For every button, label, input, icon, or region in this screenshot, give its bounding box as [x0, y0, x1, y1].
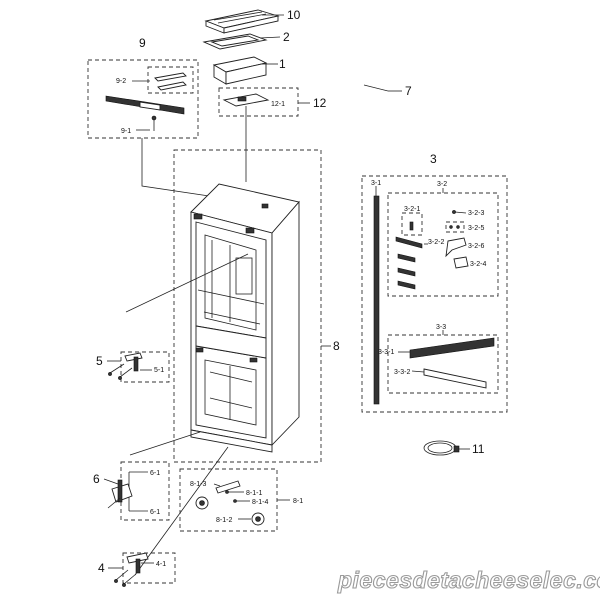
group-box-12: [218, 87, 299, 117]
watermark-text: piecesdetacheeselec.com: [337, 567, 600, 593]
cabinet-group-8: [125, 149, 331, 576]
group-box-8: [173, 149, 322, 463]
label-6-1b: 6-1: [150, 509, 160, 516]
label-12: 12: [313, 96, 327, 110]
label-8-1-1: 8-1-1: [246, 490, 262, 497]
label-3-2-4: 3-2-4: [470, 261, 486, 268]
label-3-3: 3-3: [436, 324, 446, 331]
group-box-5: [120, 351, 170, 383]
label-2: 2: [283, 30, 290, 44]
label-6-1a: 6-1: [150, 470, 160, 477]
part-7-rod: [363, 84, 402, 92]
group-3: [361, 175, 508, 413]
label-3-3-1: 3-3-1: [378, 349, 394, 356]
label-6: 6: [93, 472, 100, 486]
label-12-1: 12-1: [271, 101, 285, 108]
label-8-1-2: 8-1-2: [216, 517, 232, 524]
group-box-3: [361, 175, 508, 413]
label-3-2-2: 3-2-2: [428, 239, 444, 246]
label-4-1: 4-1: [156, 561, 166, 568]
group-box-9-2: [147, 66, 194, 94]
label-1: 1: [279, 57, 286, 71]
group-9-hinge: [87, 59, 237, 201]
label-11: 11: [472, 442, 485, 456]
group-box-9: [87, 59, 199, 139]
label-9-1: 9-1: [121, 128, 131, 135]
cabinet-divider: [195, 325, 267, 359]
group-5: [107, 351, 170, 383]
door-gasket-part: [373, 195, 380, 405]
label-7: 7: [405, 84, 412, 98]
part-11-cable: [423, 440, 470, 456]
label-3-2-5: 3-2-5: [468, 225, 484, 232]
top-assembly: [202, 9, 310, 182]
label-8-1-4: 8-1-4: [252, 499, 268, 506]
label-3-1: 3-1: [371, 180, 381, 187]
label-8: 8: [333, 339, 340, 353]
group-box-3-2: [387, 192, 499, 297]
label-3-2-1: 3-2-1: [404, 206, 420, 213]
label-8-1: 8-1: [293, 498, 303, 505]
group-8-1: [179, 468, 290, 532]
label-3-2: 3-2: [437, 181, 447, 188]
label-4: 4: [98, 561, 105, 575]
group-6: [103, 461, 170, 521]
label-3-3-2: 3-3-2: [394, 369, 410, 376]
label-10: 10: [287, 8, 301, 22]
group-4: [108, 552, 176, 587]
label-5-1: 5-1: [154, 367, 164, 374]
shelf-strip-part: [409, 337, 495, 359]
label-8-1-3: 8-1-3: [190, 481, 206, 488]
label-3-2-6: 3-2-6: [468, 243, 484, 250]
label-3-2-3: 3-2-3: [468, 210, 484, 217]
label-5: 5: [96, 354, 103, 368]
label-9: 9: [139, 36, 146, 50]
label-3: 3: [430, 152, 437, 166]
label-9-2: 9-2: [116, 78, 126, 85]
